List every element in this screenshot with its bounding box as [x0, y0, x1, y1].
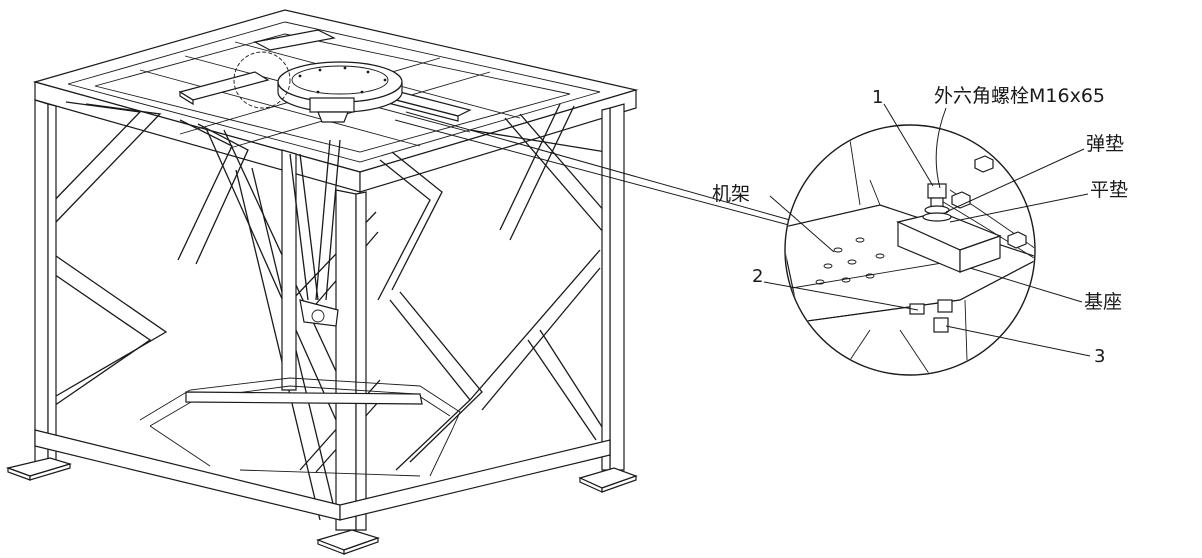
detail-leaders [394, 111, 801, 229]
callout-number-1: 1 [872, 87, 883, 108]
callout-number-2: 2 [752, 266, 763, 287]
diagonal-braces [44, 101, 483, 521]
detail-marker-circle [233, 51, 291, 109]
detail-view [784, 124, 1036, 376]
callout-leaders [763, 103, 1091, 357]
callout-number-3: 3 [1094, 346, 1105, 367]
callout-label-frame: 机架 [712, 183, 750, 205]
rotary-platform [277, 61, 403, 123]
right-braces [469, 103, 613, 441]
callout-label-flat-washer: 平垫 [1090, 179, 1128, 201]
callout-label-base: 基座 [1084, 291, 1122, 313]
callout-label-spring-washer: 弹垫 [1086, 133, 1124, 155]
callout-label-bolt: 外六角螺栓M16x65 [934, 85, 1105, 107]
top-mounting-plates [178, 29, 472, 122]
frame-structure [5, 9, 639, 555]
bottom-frame [34, 377, 611, 521]
robot-arm [289, 139, 341, 327]
foot-pads [5, 457, 638, 555]
